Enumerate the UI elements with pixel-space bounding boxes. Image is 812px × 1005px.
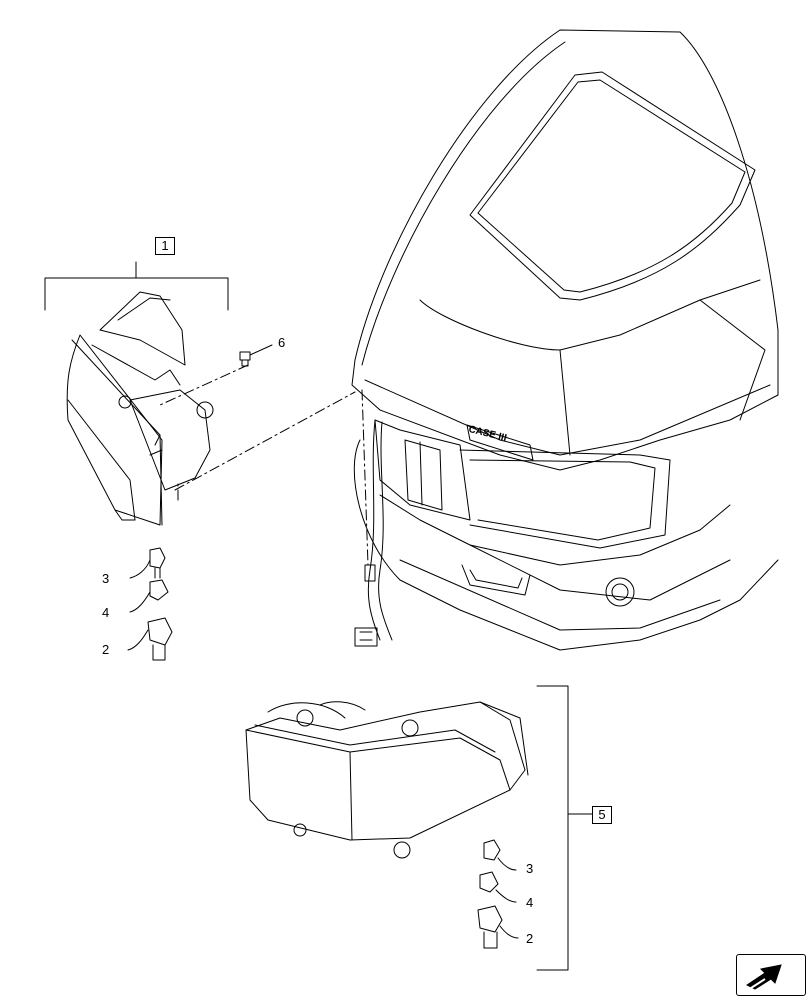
callout-6: 6	[278, 335, 286, 350]
group-label-5: 5	[592, 806, 612, 824]
callout-2-lower: 2	[526, 931, 534, 946]
callout-2-upper: 2	[102, 642, 110, 657]
next-page-arrow-icon[interactable]	[736, 954, 806, 996]
upper-work-light	[66, 291, 214, 526]
bolt-6	[239, 344, 273, 367]
lower-bulb-parts	[477, 839, 519, 949]
tractor-hood-illustration	[351, 29, 779, 651]
callout-4-upper: 4	[102, 605, 110, 620]
callout-3-upper: 3	[102, 571, 110, 586]
callout-3-lower: 3	[526, 861, 534, 876]
leader-lines	[159, 364, 369, 566]
group-label-1: 1	[155, 237, 175, 255]
callout-4-lower: 4	[526, 895, 534, 910]
rear-light-assembly	[245, 701, 529, 859]
group-5-bracket	[536, 685, 593, 971]
group-1-bracket	[44, 261, 229, 311]
arrow-icon-graphic	[746, 964, 782, 990]
upper-bulb-parts	[127, 547, 173, 661]
